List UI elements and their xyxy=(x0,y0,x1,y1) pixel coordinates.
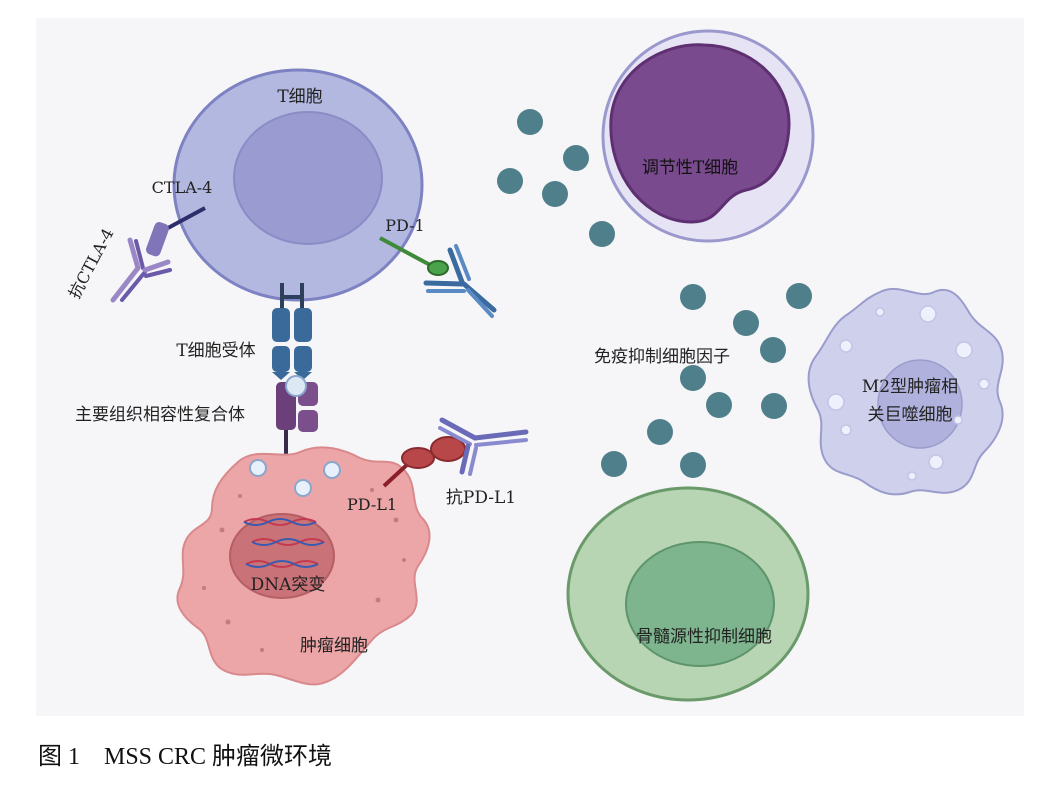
tcr-label: T细胞受体 xyxy=(176,341,255,361)
m2-macrophage-label-2: 关巨噬细胞 xyxy=(868,405,953,425)
treg-label: 调节性T细胞 xyxy=(642,158,738,178)
anti-ctla4-label: 抗CTLA-4 xyxy=(65,225,118,302)
anti-pdl1-antibody xyxy=(438,417,529,476)
pdl1-ligand xyxy=(382,436,466,488)
tumor-cell-label: 肿瘤细胞 xyxy=(300,636,368,656)
m2-macrophage xyxy=(807,287,1004,496)
tumor-cell xyxy=(176,446,431,686)
regulatory-t-cell xyxy=(601,29,815,243)
mdsc-label: 骨髓源性抑制细胞 xyxy=(636,627,772,647)
pd1-antibody xyxy=(423,244,497,318)
mhc-label: 主要组织相容性复合体 xyxy=(75,405,245,425)
cytokines-label: 免疫抑制细胞因子 xyxy=(594,347,730,367)
dna-strands xyxy=(243,518,325,568)
figure-caption: 图 1 MSS CRC 肿瘤微环境 xyxy=(38,744,333,770)
pdl1-label: PD-L1 xyxy=(347,495,397,514)
t-cell-label: T细胞 xyxy=(277,87,322,107)
pd1-receptor xyxy=(379,236,449,276)
ctla4-label: CTLA-4 xyxy=(152,178,213,197)
anti-pdl1-label: 抗PD-L1 xyxy=(446,488,516,508)
dna-mutation-label: DNA突变 xyxy=(251,575,326,595)
mhc-complex xyxy=(276,375,318,474)
cytokine-dots xyxy=(497,109,812,478)
anti-ctla4-antibody xyxy=(110,237,172,303)
ctla4-receptor xyxy=(146,206,206,257)
pd1-label: PD-1 xyxy=(385,216,424,235)
mdsc-cell xyxy=(566,486,810,702)
t-cell-receptor xyxy=(272,283,312,380)
t-cell xyxy=(172,68,424,302)
m2-macrophage-label-1: M2型肿瘤相 xyxy=(862,377,958,397)
